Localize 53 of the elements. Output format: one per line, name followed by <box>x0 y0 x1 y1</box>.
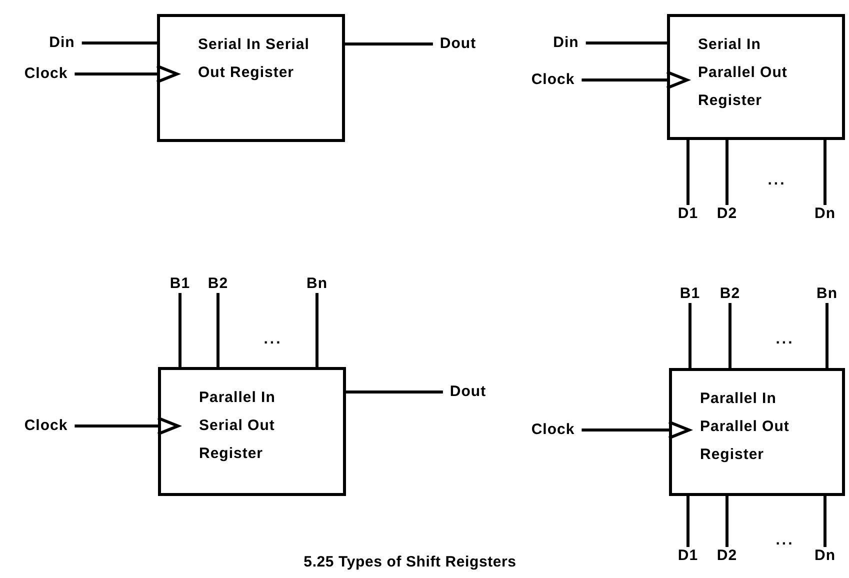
wire <box>586 42 667 44</box>
wire <box>345 42 433 46</box>
signal-label: Dout <box>442 383 494 401</box>
register-box <box>667 14 845 140</box>
ellipsis: ... <box>768 172 786 188</box>
signal-label: Dout <box>432 35 484 53</box>
ellipsis: ... <box>264 330 282 348</box>
register-box <box>158 367 346 496</box>
register-name: Parallel In Parallel Out Register <box>700 389 790 465</box>
wire <box>824 496 826 547</box>
figure-caption: 5.25 Types of Shift Reigsters <box>304 554 516 570</box>
signal-label: Bn <box>810 285 844 303</box>
register-name: Serial In Parallel Out Register <box>698 35 788 111</box>
wire <box>74 64 178 84</box>
wire <box>826 303 828 368</box>
signal-label: B2 <box>200 275 236 293</box>
wire <box>582 70 688 90</box>
signal-label: B2 <box>712 285 748 303</box>
signal-label: Bn <box>300 275 334 293</box>
wire <box>824 140 826 205</box>
signal-label: Clock <box>17 417 75 435</box>
wire <box>726 140 728 205</box>
ellipsis: ... <box>776 330 794 348</box>
wire <box>688 303 692 368</box>
signal-label: D1 <box>670 205 706 223</box>
ellipsis: ... <box>776 532 794 548</box>
signal-label: Clock <box>524 71 582 89</box>
signal-label: D2 <box>710 547 744 565</box>
register-name: Serial In Serial Out Register <box>198 35 310 83</box>
signal-label: Din <box>42 34 82 52</box>
register-box <box>669 368 845 496</box>
wire <box>216 293 220 367</box>
signal-label: B1 <box>162 275 198 293</box>
signal-label: Clock <box>524 421 582 439</box>
wire <box>178 293 182 367</box>
wire <box>582 420 690 440</box>
wire <box>74 416 180 436</box>
signal-label: Din <box>546 34 586 52</box>
wire <box>346 390 443 394</box>
register-box <box>157 14 345 142</box>
wire <box>686 496 690 547</box>
wire <box>82 42 157 44</box>
wire <box>728 303 732 368</box>
register-name: Parallel In Serial Out Register <box>199 388 276 464</box>
wire <box>686 140 690 205</box>
wire <box>726 496 728 547</box>
signal-label: B1 <box>672 285 708 303</box>
wire <box>316 293 318 367</box>
signal-label: Clock <box>17 65 75 83</box>
signal-label: D2 <box>710 205 744 223</box>
signal-label: D1 <box>670 547 706 565</box>
signal-label: Dn <box>808 205 842 223</box>
signal-label: Dn <box>808 547 842 565</box>
